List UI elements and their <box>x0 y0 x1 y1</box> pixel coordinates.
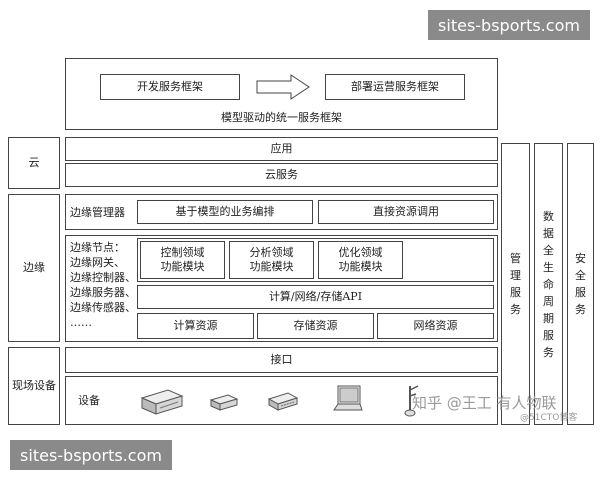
management-service-column: 管 理 服 务 <box>501 143 530 425</box>
unified-framework-label: 模型驱动的统一服务框架 <box>221 111 342 124</box>
dev-framework-label: 开发服务框架 <box>137 80 203 93</box>
lifecycle-char-4: 生 <box>543 260 554 274</box>
lifecycle-char-1: 数 <box>543 209 554 223</box>
storage-resource-label: 存储资源 <box>293 319 338 332</box>
field-layer-label: 现场设备 <box>8 347 60 425</box>
small-router-icon <box>209 394 239 411</box>
blog-watermark: @51CTO博客 <box>520 413 578 423</box>
control-module-line-2: 功能模块 <box>160 260 205 273</box>
management-char-2: 理 <box>510 269 521 282</box>
laptop-icon <box>333 385 363 411</box>
sensor-icon <box>404 385 419 417</box>
edge-node-line-2: 边缘网关、 <box>70 256 125 269</box>
edge-node-line-5: 边缘传感器、 <box>70 301 136 314</box>
analysis-module-line-1: 分析领域 <box>249 246 294 259</box>
lifecycle-char-2: 据 <box>543 226 554 240</box>
lifecycle-char-7: 期 <box>543 311 554 325</box>
arrow-right-icon <box>256 74 310 100</box>
application-label: 应用 <box>270 142 293 155</box>
optimization-module-line-1: 优化领域 <box>338 246 383 259</box>
network-resource-label: 网络资源 <box>413 319 458 332</box>
lifecycle-char-8: 服 <box>543 328 554 342</box>
zhihu-watermark: 知乎 @王工 有人物联 <box>412 394 557 412</box>
switch-icon <box>267 392 299 411</box>
security-char-4: 务 <box>575 303 586 316</box>
security-char-3: 服 <box>575 286 586 299</box>
compute-resource-box: 计算资源 <box>137 313 254 339</box>
optimization-module-line-2: 功能模块 <box>338 260 383 273</box>
edge-node-line-3: 边缘控制器、 <box>70 271 136 284</box>
deploy-framework-box: 部署运营服务框架 <box>325 74 465 100</box>
top-banner: sites-bsports.com <box>428 10 590 40</box>
edge-node-line-4: 边缘服务器、 <box>70 286 136 299</box>
security-service-column: 安 全 服 务 <box>567 143 594 425</box>
edge-node-line-6: …… <box>70 316 92 329</box>
management-char-4: 务 <box>510 303 521 316</box>
cloud-service-label: 云服务 <box>265 168 298 181</box>
server-icon <box>140 389 184 415</box>
application-bar: 应用 <box>65 137 498 161</box>
edge-manager-label: 边缘管理器 <box>70 206 125 219</box>
analysis-module-box: 分析领域 功能模块 <box>229 241 314 279</box>
control-module-line-1: 控制领域 <box>160 246 205 259</box>
lifecycle-char-9: 务 <box>543 345 554 359</box>
api-bar: 计算/网络/存储API <box>137 285 494 309</box>
interface-bar: 接口 <box>65 347 498 373</box>
direct-resource-box: 直接资源调用 <box>318 200 494 224</box>
edge-layer-label: 边缘 <box>8 194 60 342</box>
devices-label: 设备 <box>78 394 100 407</box>
dev-framework-box: 开发服务框架 <box>100 74 240 100</box>
edge-node-list: 边缘节点： 边缘网关、 边缘控制器、 边缘服务器、 边缘传感器、 …… <box>70 240 136 330</box>
lifecycle-char-6: 周 <box>543 294 554 308</box>
storage-resource-box: 存储资源 <box>257 313 374 339</box>
orchestration-box: 基于模型的业务编排 <box>137 200 313 224</box>
optimization-module-box: 优化领域 功能模块 <box>318 241 403 279</box>
lifecycle-char-3: 全 <box>543 243 554 257</box>
interface-label: 接口 <box>270 353 293 366</box>
api-label: 计算/网络/存储API <box>268 290 363 303</box>
network-resource-box: 网络资源 <box>377 313 494 339</box>
management-char-1: 管 <box>510 252 521 265</box>
edge-node-line-1: 边缘节点： <box>70 241 125 254</box>
bottom-banner: sites-bsports.com <box>10 440 172 470</box>
analysis-module-line-2: 功能模块 <box>249 260 294 273</box>
control-module-box: 控制领域 功能模块 <box>140 241 225 279</box>
cloud-layer-label: 云 <box>8 137 60 189</box>
security-char-2: 全 <box>575 269 586 282</box>
compute-resource-label: 计算资源 <box>173 319 218 332</box>
management-char-3: 服 <box>510 286 521 299</box>
lifecycle-char-5: 命 <box>543 277 554 291</box>
deploy-framework-label: 部署运营服务框架 <box>351 80 439 93</box>
security-char-1: 安 <box>575 252 586 265</box>
lifecycle-service-column: 数 据 全 生 命 周 期 服 务 <box>534 143 563 425</box>
direct-resource-label: 直接资源调用 <box>373 205 439 218</box>
cloud-service-bar: 云服务 <box>65 163 498 187</box>
orchestration-label: 基于模型的业务编排 <box>175 205 275 218</box>
